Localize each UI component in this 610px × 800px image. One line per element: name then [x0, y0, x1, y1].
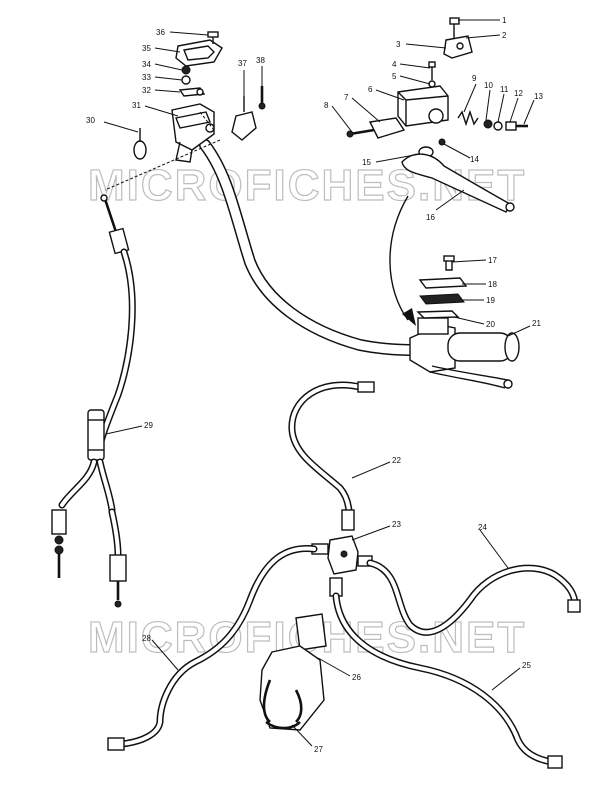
brake-hose-24	[366, 559, 581, 636]
callout-25: 25	[522, 661, 531, 670]
callout-22: 22	[392, 456, 401, 465]
callout-3: 3	[396, 40, 401, 49]
callout-24: 24	[478, 523, 487, 532]
callout-5: 5	[392, 72, 397, 81]
callout-20: 20	[486, 320, 495, 329]
callout-21: 21	[532, 319, 541, 328]
callout-13: 13	[534, 92, 543, 101]
callout-33: 33	[142, 73, 151, 82]
brake-hose-22	[288, 381, 375, 531]
callout-9: 9	[472, 74, 477, 83]
lever-assembly	[346, 17, 528, 213]
leader-lines	[103, 19, 535, 747]
callout-1: 1	[502, 16, 507, 25]
throttle-housing	[104, 31, 266, 191]
callout-12: 12	[514, 89, 523, 98]
reservoir-cap-stack	[416, 255, 468, 319]
callout-34: 34	[142, 60, 151, 69]
callout-37: 37	[238, 59, 247, 68]
callout-labels: 1 2 3 4 5 6 7 8 9 10 11 12 13 14 15 16 1…	[86, 16, 543, 754]
callout-16: 16	[426, 213, 435, 222]
brake-junction	[311, 535, 373, 597]
callout-26: 26	[352, 673, 361, 682]
callout-32: 32	[142, 86, 151, 95]
brake-master-cylinder-assembly	[409, 317, 520, 389]
hose-clamp	[259, 613, 327, 731]
callout-28: 28	[142, 634, 151, 643]
callout-14: 14	[470, 155, 479, 164]
callout-35: 35	[142, 44, 151, 53]
callout-8: 8	[324, 101, 329, 110]
callout-4: 4	[392, 60, 397, 69]
callout-19: 19	[486, 296, 495, 305]
callout-17: 17	[488, 256, 497, 265]
callout-2: 2	[502, 31, 507, 40]
callout-30: 30	[86, 116, 95, 125]
brake-hose-28	[107, 545, 318, 751]
brake-hose-25	[332, 592, 563, 769]
callout-11: 11	[500, 85, 509, 94]
throttle-cable	[51, 194, 136, 608]
assembly-arrow	[389, 195, 416, 326]
callout-23: 23	[392, 520, 401, 529]
callout-15: 15	[362, 158, 371, 167]
handlebar	[199, 139, 424, 356]
callout-6: 6	[368, 85, 373, 94]
callout-36: 36	[156, 28, 165, 37]
callout-27: 27	[314, 745, 323, 754]
callout-7: 7	[344, 93, 349, 102]
callout-10: 10	[484, 81, 493, 90]
callout-18: 18	[488, 280, 497, 289]
callout-38: 38	[256, 56, 265, 65]
callout-31: 31	[132, 101, 141, 110]
callout-29: 29	[144, 421, 153, 430]
